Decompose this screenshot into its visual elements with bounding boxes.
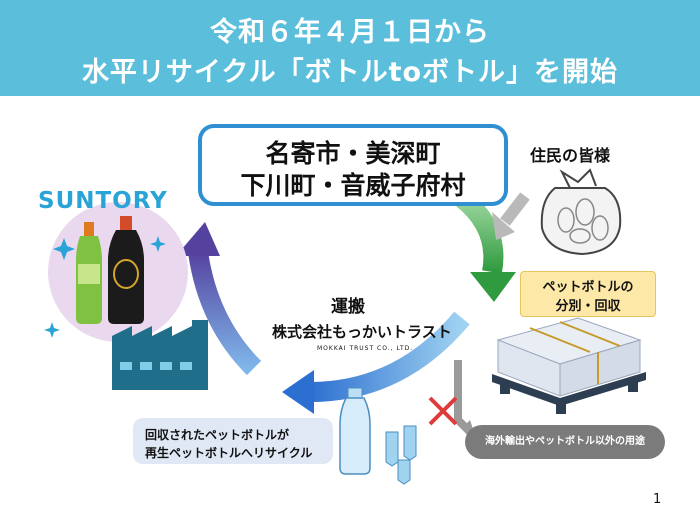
garbage-bag-icon xyxy=(540,168,622,256)
bottle-icon xyxy=(339,387,417,485)
municipalities-box: 名寄市・美深町 下川町・音威子府村 xyxy=(198,124,508,206)
gray-arrow-icon xyxy=(492,192,530,240)
transport-label: 運搬 xyxy=(331,297,365,317)
other-use-badge: 海外輸出やペットボトル以外の用途 xyxy=(465,425,665,459)
municipalities-line-1: 名寄市・美深町 xyxy=(265,139,441,168)
residents-label: 住民の皆様 xyxy=(530,146,611,165)
company-name: 株式会社もっかいトラスト xyxy=(272,323,452,341)
factory-icon xyxy=(112,320,208,390)
collection-line-2: 分別・回収 xyxy=(555,299,621,314)
brand-logo: SUNTORY xyxy=(38,188,168,214)
sparkle-icon xyxy=(44,236,166,338)
recycle-line-2: 再生ペットボトルへリサイクル xyxy=(145,446,313,460)
collection-line-1: ペットボトルの xyxy=(542,280,634,295)
recycle-line-1: 回収されたペットボトルが xyxy=(145,428,290,442)
arrow-to-brand-icon xyxy=(176,222,262,376)
green-bottle-icon xyxy=(76,222,102,324)
company-name-en: MOKKAI TRUST CO., LTD. xyxy=(317,345,414,352)
recycle-caption: 回収されたペットボトルが 再生ペットボトルへリサイクル xyxy=(133,418,333,464)
title-line-2: 水平リサイクル「ボトルtoボトル」を開始 xyxy=(81,57,619,88)
page-number: 1 xyxy=(653,492,662,507)
title-banner: 令和６年４月１日から 水平リサイクル「ボトルtoボトル」を開始 xyxy=(0,0,700,96)
arrow-to-recycle-icon xyxy=(282,311,470,414)
black-bottle-icon xyxy=(108,216,144,324)
title-line-1: 令和６年４月１日から xyxy=(210,17,490,48)
municipalities-line-2: 下川町・音威子府村 xyxy=(240,171,466,200)
cross-icon xyxy=(428,396,458,426)
bale-icon xyxy=(492,317,646,414)
collection-label: ペットボトルの 分別・回収 xyxy=(520,271,656,317)
